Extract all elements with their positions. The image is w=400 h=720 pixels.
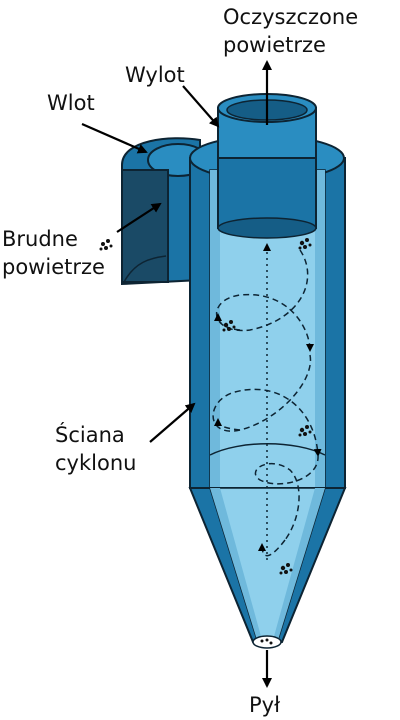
dirty-air-arrow	[116, 202, 162, 233]
dust-particles	[99, 238, 312, 645]
particle-cluster-1	[298, 238, 312, 250]
particle-cluster-3	[298, 425, 312, 437]
dust-outlet	[252, 635, 282, 649]
label-inlet: Wlot	[47, 91, 95, 115]
particle-cluster-inlet	[99, 239, 113, 251]
particle-cluster-4	[279, 563, 293, 575]
inlet-arrow	[81, 122, 148, 154]
label-dirty-air-2: powietrze	[2, 255, 105, 279]
label-dust: Pył	[249, 693, 280, 717]
label-dirty-air-1: Brudne	[2, 227, 78, 251]
label-clean-air-1: Oczyszczone	[223, 5, 358, 29]
label-outlet: Wylot	[125, 63, 185, 87]
particle-cluster-2	[222, 320, 236, 332]
label-wall-2: cyklonu	[55, 451, 136, 475]
particle-cluster-outlet	[260, 638, 273, 645]
wall-arrow	[149, 402, 196, 443]
callout-arrows	[81, 60, 272, 688]
label-clean-air-2: powietrze	[223, 33, 326, 57]
label-wall-1: Ściana	[55, 422, 125, 447]
flow-paths	[212, 243, 322, 560]
outlet-arrow	[182, 85, 220, 128]
inlet-opening	[121, 169, 169, 283]
